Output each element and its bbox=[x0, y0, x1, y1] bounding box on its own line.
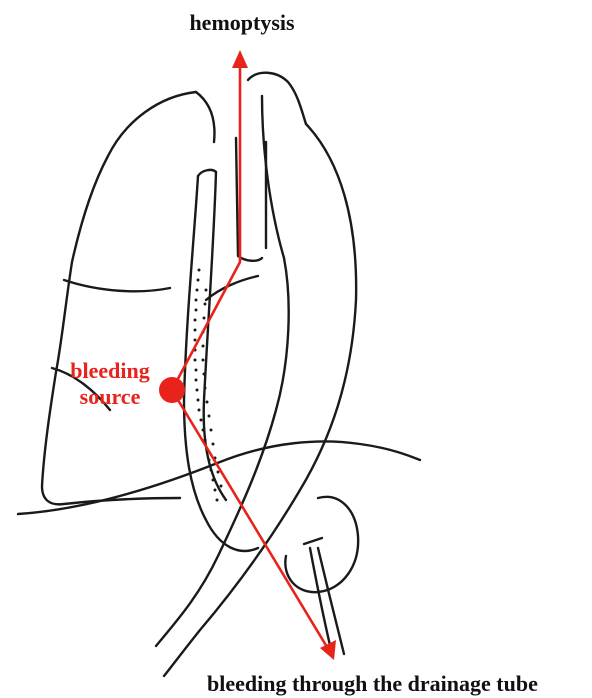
hemoptysis-arrowhead bbox=[232, 50, 248, 68]
drainage-arrow bbox=[172, 390, 330, 652]
drainage-label: bleeding through the drainage tube bbox=[207, 671, 538, 697]
lung-fissure bbox=[64, 280, 170, 291]
drainage-clamp bbox=[304, 538, 322, 544]
hemoptysis-label: hemoptysis bbox=[0, 10, 484, 36]
conduit-top bbox=[248, 73, 306, 124]
lung-outline bbox=[42, 92, 196, 504]
hemoptysis-arrow bbox=[172, 58, 240, 390]
bleeding-source-label: bleeding source bbox=[40, 358, 180, 410]
tube-top-cap bbox=[198, 170, 216, 176]
bleeding-source-line-1: bleeding bbox=[40, 358, 180, 384]
drainage-loop bbox=[285, 497, 358, 592]
drainage-arrowhead bbox=[320, 640, 336, 660]
conduit-right-wall bbox=[164, 124, 356, 676]
lung-apex-line bbox=[196, 92, 214, 142]
bleeding-source-line-2: source bbox=[40, 384, 180, 410]
